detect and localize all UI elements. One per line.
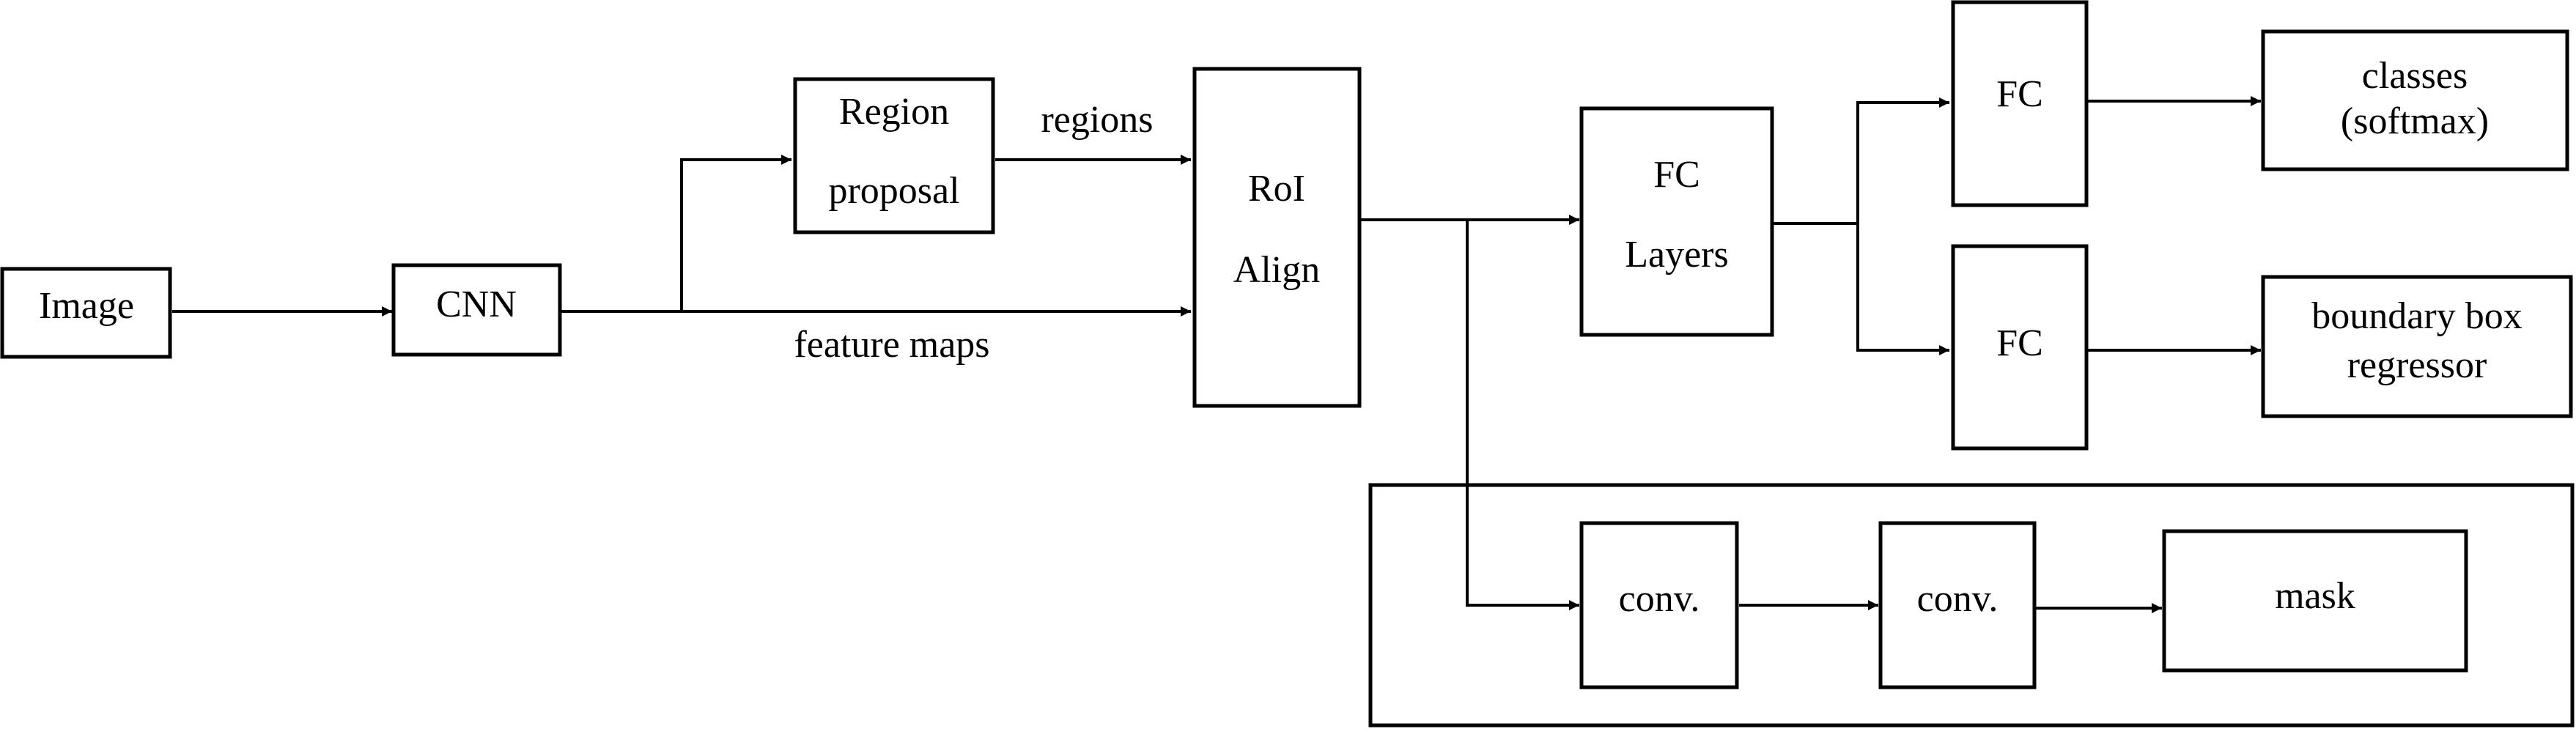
node-fc-layers: FC Layers [1579, 106, 1774, 337]
node-image: Image [0, 267, 172, 359]
mask-branch-frame [1368, 483, 2575, 728]
node-conv-1: conv. [1579, 521, 1739, 689]
node-fc-top-label: FC [1996, 73, 2043, 115]
node-roi-align-label-line1: RoI [1248, 168, 1305, 210]
node-conv-1-label: conv. [1619, 578, 1700, 620]
node-conv-2-label: conv. [1917, 578, 1999, 620]
node-bbox-regressor-label-line1: boundary box [2311, 295, 2522, 337]
node-mask: mask [2162, 529, 2468, 673]
node-cnn-label: CNN [436, 284, 517, 325]
edge-fc-layers-fc-bottom [1856, 223, 1949, 355]
node-bbox-regressor: boundary box regressor [2261, 275, 2573, 418]
edge-roi-conv1 [1466, 220, 1579, 610]
edge-fc-layers-fc-top [1856, 97, 1949, 223]
node-cnn: CNN [391, 263, 562, 357]
edge-label-regions: regions [1041, 99, 1153, 141]
node-fc-bottom: FC [1951, 244, 2089, 451]
node-roi-align: RoI Align [1192, 67, 1362, 408]
node-fc-layers-label-line1: FC [1653, 154, 1700, 196]
node-classes-label-line2: (softmax) [2341, 100, 2489, 142]
node-image-label: Image [39, 285, 134, 327]
node-fc-layers-label-line2: Layers [1625, 234, 1728, 275]
node-classes: classes (softmax) [2261, 29, 2569, 171]
edges [172, 96, 2261, 613]
node-classes-label-line1: classes [2362, 55, 2468, 97]
node-mask-label: mask [2275, 575, 2355, 617]
node-conv-2: conv. [1878, 521, 2037, 689]
node-fc-bottom-label: FC [1996, 322, 2043, 364]
node-fc-top: FC [1951, 0, 2089, 207]
node-region-proposal-label-line2: proposal [828, 170, 959, 212]
node-region-proposal: Region proposal [793, 77, 995, 234]
edge-label-feature-maps: feature maps [794, 324, 989, 366]
edge-cnn-region-proposal [680, 155, 791, 311]
node-region-proposal-label-line1: Region [839, 91, 949, 133]
node-roi-align-label-line2: Align [1233, 249, 1320, 291]
node-bbox-regressor-label-line2: regressor [2347, 344, 2487, 386]
